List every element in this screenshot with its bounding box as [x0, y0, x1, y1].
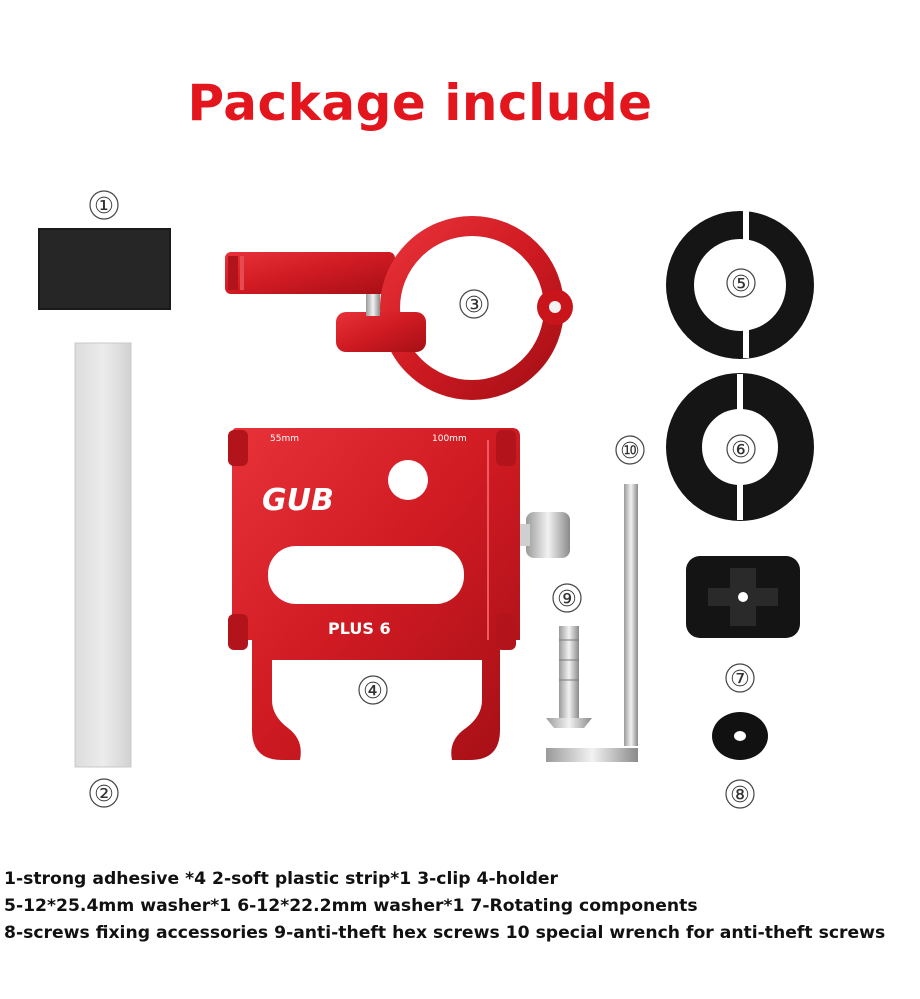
callout-8-label: ⑧ — [730, 783, 750, 808]
callout-3: ③ — [459, 289, 489, 319]
brand-logo: GUB — [262, 483, 334, 518]
callout-6: ⑥ — [726, 434, 756, 464]
scale-right-label: 100mm — [432, 434, 467, 444]
model-label: PLUS 6 — [328, 619, 391, 638]
callout-4: ④ — [358, 675, 388, 705]
scale-left-label: 55mm — [270, 434, 299, 444]
callout-10-label: ⑩ — [620, 439, 640, 464]
rotating-component — [686, 556, 800, 638]
callout-7-label: ⑦ — [730, 667, 750, 692]
holder: 55mm 100mm GUB PLUS 6 — [228, 428, 570, 760]
parts-description: 1-strong adhesive *4 2-soft plastic stri… — [4, 866, 916, 947]
callout-2-label: ② — [94, 782, 114, 807]
callout-5: ⑤ — [726, 268, 756, 298]
callout-4-label: ④ — [363, 679, 383, 704]
clip — [225, 216, 573, 400]
callout-9-label: ⑨ — [557, 587, 577, 612]
hex-wrench — [546, 484, 638, 762]
fixing-accessory — [712, 712, 768, 760]
anti-theft-screw — [546, 626, 592, 728]
washer-25mm — [666, 210, 814, 359]
plastic-strip — [74, 342, 132, 768]
callout-1: ① — [89, 190, 119, 220]
callout-8: ⑧ — [725, 779, 755, 809]
washer-22mm — [666, 373, 814, 521]
callout-7: ⑦ — [725, 663, 755, 693]
callout-9: ⑨ — [552, 583, 582, 613]
callout-1-label: ① — [94, 194, 114, 219]
callout-6-label: ⑥ — [731, 438, 751, 463]
callout-3-label: ③ — [464, 293, 484, 318]
description-line-1: 1-strong adhesive *4 2-soft plastic stri… — [4, 869, 559, 889]
adhesive-pad — [38, 228, 171, 310]
page-title: Package include — [187, 74, 653, 132]
callout-2: ② — [89, 778, 119, 808]
description-line-3: 8-screws fixing accessories 9-anti-theft… — [4, 923, 886, 943]
description-line-2: 5-12*25.4mm washer*1 6-12*22.2mm washer*… — [4, 896, 698, 916]
callout-5-label: ⑤ — [731, 272, 751, 297]
callout-10: ⑩ — [615, 435, 645, 465]
